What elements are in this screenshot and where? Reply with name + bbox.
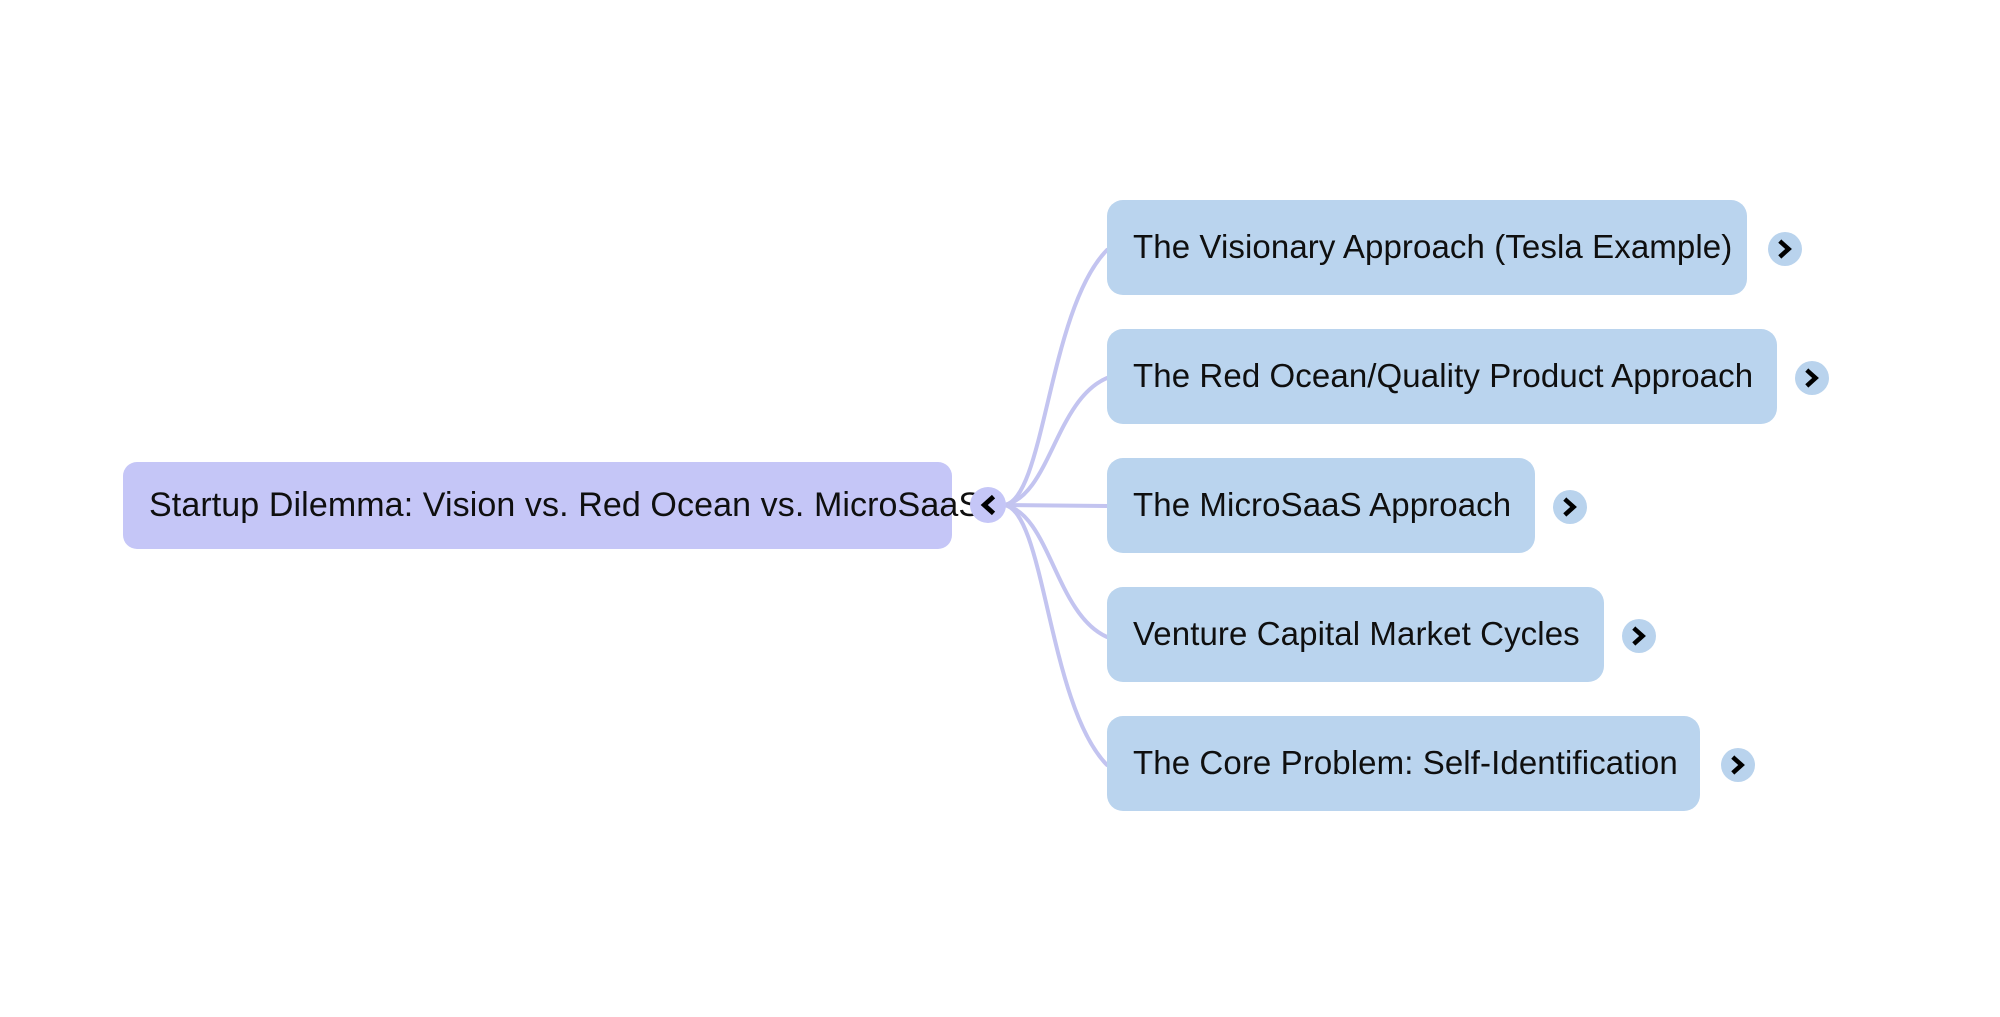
child-expand-toggle-1[interactable] [1795,361,1829,395]
child-node-label-4: The Core Problem: Self-Identification [1133,744,1678,782]
child-node-4[interactable]: The Core Problem: Self-Identification [1107,716,1700,811]
root-node[interactable]: Startup Dilemma: Vision vs. Red Ocean vs… [123,462,981,549]
connector-edge [1002,248,1109,507]
child-node-label-3: Venture Capital Market Cycles [1133,615,1580,653]
child-node-0[interactable]: The Visionary Approach (Tesla Example) [1107,200,1747,295]
chevron-right-icon [1553,490,1587,524]
root-collapse-toggle[interactable] [970,487,1006,523]
child-node-label-0: The Visionary Approach (Tesla Example) [1133,228,1733,266]
child-node-3[interactable]: Venture Capital Market Cycles [1107,587,1604,682]
child-expand-toggle-2[interactable] [1553,490,1587,524]
connector-edge [1002,376,1109,507]
chevron-left-icon [970,487,1006,523]
connector-edge [1002,503,1109,639]
child-node-1[interactable]: The Red Ocean/Quality Product Approach [1107,329,1777,424]
connector-edge [1002,503,1109,508]
child-expand-toggle-3[interactable] [1622,619,1656,653]
child-expand-toggle-0[interactable] [1768,232,1802,266]
connector-edge [1002,503,1109,767]
child-node-label-1: The Red Ocean/Quality Product Approach [1133,357,1754,395]
child-node-2[interactable]: The MicroSaaS Approach [1107,458,1535,553]
child-node-label-2: The MicroSaaS Approach [1133,486,1512,524]
chevron-right-icon [1795,361,1829,395]
child-expand-toggle-4[interactable] [1721,748,1755,782]
chevron-right-icon [1768,232,1802,266]
root-node-label: Startup Dilemma: Vision vs. Red Ocean vs… [149,485,982,524]
chevron-right-icon [1622,619,1656,653]
chevron-right-icon [1721,748,1755,782]
